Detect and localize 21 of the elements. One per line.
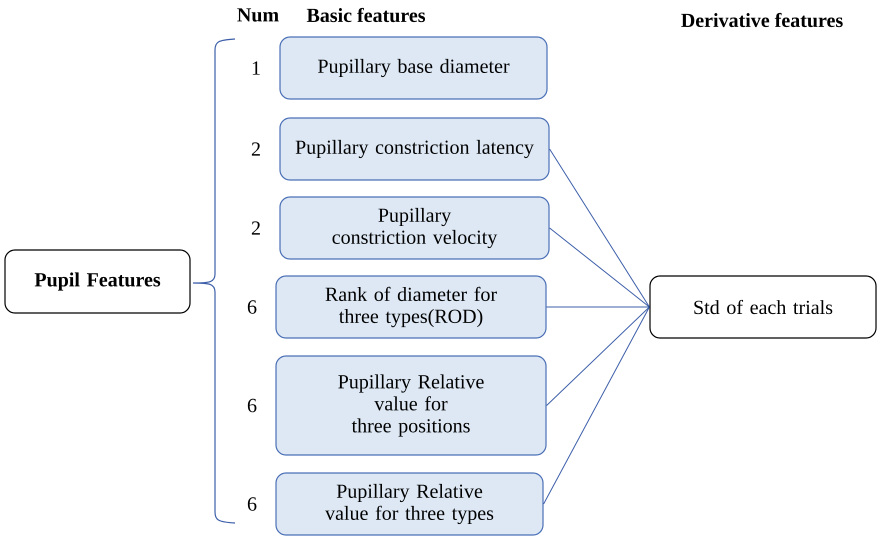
- column-header: Derivative features: [681, 12, 843, 28]
- column-header: Num: [237, 8, 279, 22]
- count-number: 1: [252, 61, 260, 75]
- count-number: 2: [252, 221, 260, 235]
- feature-box: Pupillary constriction latency: [279, 117, 550, 181]
- feature-box: Pupillary Relative value for three types: [275, 472, 544, 536]
- count-number: 6: [248, 497, 256, 511]
- count-number: 2: [252, 142, 260, 156]
- feature-box: Pupillary Relative value for three positions: [275, 355, 547, 456]
- connector-line: [543, 306, 650, 504]
- connector-line: [549, 228, 650, 308]
- count-number: 6: [248, 398, 256, 412]
- connector-line: [546, 306, 650, 308]
- connector-line: [549, 148, 650, 308]
- feature-box: Pupillary base diameter: [279, 36, 548, 100]
- feature-box: Pupillary constriction velocity: [279, 196, 550, 260]
- count-number: 6: [248, 300, 256, 314]
- feature-box: Std of each trials: [649, 275, 877, 339]
- category-box: Pupil Features: [4, 249, 191, 314]
- connector-line: [546, 306, 650, 406]
- feature-box: Rank of diameter for three types(ROD): [275, 275, 547, 339]
